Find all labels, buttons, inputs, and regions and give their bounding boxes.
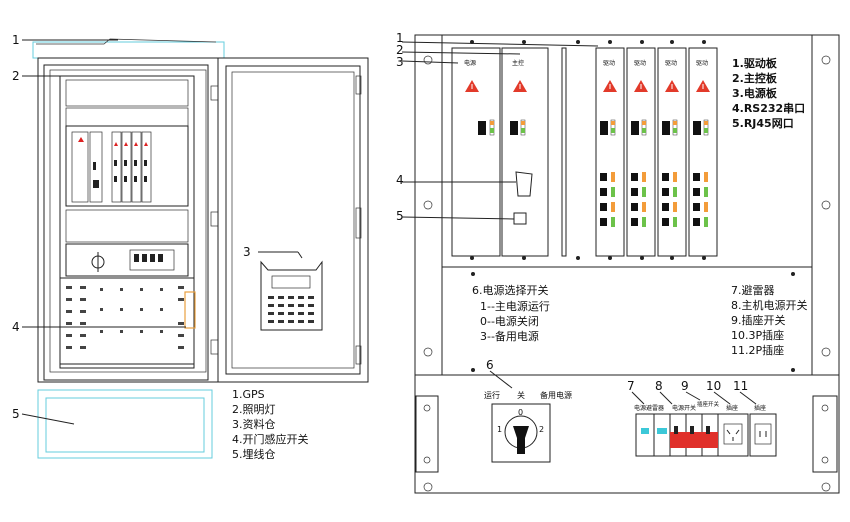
left-callout-3: 3	[243, 245, 251, 259]
selector-pos-1: 1	[497, 425, 502, 434]
socket-2p	[749, 413, 777, 457]
main-control-board	[501, 47, 549, 257]
device-legend: 7.避雷器 8.主机电源开关 9.插座开关 10.3P插座 11.2P插座	[731, 283, 808, 357]
device-label: 插座开关	[697, 400, 720, 408]
board-legend-item: 4.RS232串口	[732, 101, 805, 115]
device-legend-item: 10.3P插座	[731, 328, 784, 342]
socket-3p	[717, 413, 749, 457]
device-label: 插座	[726, 404, 738, 412]
board-label: 驱动	[634, 60, 646, 67]
right-callout-4: 4	[396, 173, 404, 187]
left-legend: 1.GPS 2.照明灯 3.资料仓 4.开门感应开关 5.埋线仓	[232, 388, 309, 461]
panel-callout-9: 9	[681, 379, 689, 393]
board-legend-item: 5.RJ45网口	[732, 117, 794, 130]
cabinet-door	[217, 57, 369, 383]
device-legend-item: 8.主机电源开关	[731, 298, 808, 312]
board-legend-item: 3.电源板	[732, 86, 778, 100]
driver-board	[657, 47, 687, 257]
switch-item: 0--电源关闭	[480, 314, 539, 328]
left-cabinet: 1 2 3 4 5 1.GPS 2.照明灯 3.资料仓 4.开门感应开关 5.埋…	[12, 33, 369, 461]
board-label: 主控	[512, 59, 524, 67]
left-callout-2: 2	[12, 69, 20, 83]
board-legend: 1.驱动板 2.主控板 3.电源板 4.RS232串口 5.RJ45网口	[732, 56, 805, 130]
switch-title: 6.电源选择开关	[472, 283, 549, 297]
switch-item: 3--备用电源	[480, 329, 539, 343]
door-sensor-switch	[184, 291, 196, 329]
left-callout-1: 1	[12, 33, 20, 47]
power-selector-switch	[491, 403, 551, 463]
breaker-row	[635, 413, 777, 457]
left-legend-item: 1.GPS	[232, 388, 265, 401]
board-label: 电源	[464, 59, 476, 67]
left-callout-4: 4	[12, 320, 20, 334]
right-callout-2: 2	[396, 43, 404, 57]
rs232-port	[515, 171, 533, 197]
board-bay	[65, 125, 189, 207]
panel-callout-6: 6	[486, 358, 494, 372]
left-legend-item: 3.资料仓	[232, 417, 276, 431]
device-label: 电源开关	[672, 404, 696, 412]
board-legend-item: 2.主控板	[732, 71, 778, 85]
device-label: 插座	[754, 404, 766, 412]
rack-front-panel: 电源 主控 驱动 驱动 驱动 驱动	[396, 31, 840, 494]
left-legend-item: 5.埋线仓	[232, 447, 276, 461]
panel-callout-8: 8	[655, 379, 663, 393]
selector-backup-label: 备用电源	[540, 390, 572, 400]
cable-box	[37, 389, 213, 459]
device-legend-item: 9.插座开关	[731, 313, 786, 327]
panel-callout-7: 7	[627, 379, 635, 393]
selector-run-label: 运行	[484, 390, 500, 400]
panel-callout-10: 10	[706, 379, 721, 393]
left-callout-5: 5	[12, 407, 20, 421]
board-legend-item: 1.驱动板	[732, 56, 778, 70]
driver-board	[595, 47, 625, 257]
device-legend-item: 11.2P插座	[731, 343, 784, 357]
selector-pos-2: 2	[539, 425, 544, 434]
data-pouch	[260, 260, 323, 331]
switch-item: 1--主电源运行	[480, 299, 550, 313]
board-label: 驱动	[696, 60, 708, 67]
device-legend-item: 7.避雷器	[731, 283, 775, 297]
left-legend-item: 4.开门感应开关	[232, 432, 309, 446]
selector-off-label: 关	[517, 390, 525, 400]
driver-board	[688, 47, 718, 257]
driver-board	[626, 47, 656, 257]
cabinet-body	[37, 57, 219, 383]
gps-cap	[32, 41, 225, 59]
power-board	[451, 47, 501, 257]
left-legend-item: 2.照明灯	[232, 403, 276, 416]
right-callout-3: 3	[396, 55, 404, 69]
board-label: 驱动	[665, 60, 677, 67]
right-callout-1: 1	[396, 31, 404, 45]
device-label: 电源避雷器	[634, 404, 664, 412]
right-callout-5: 5	[396, 209, 404, 223]
panel-callout-11: 11	[733, 379, 748, 393]
board-label: 驱动	[603, 60, 615, 67]
selector-pos-0: 0	[518, 408, 523, 417]
rj45-port	[513, 212, 527, 225]
